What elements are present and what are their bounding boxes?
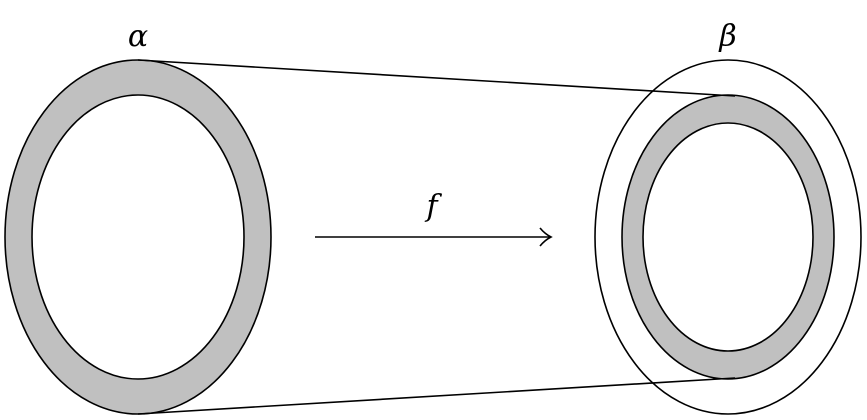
source-label: α bbox=[128, 19, 148, 54]
bottom-connector-line bbox=[137, 377, 736, 415]
map-arrow bbox=[315, 227, 553, 247]
target-label: β bbox=[718, 19, 736, 54]
arrowhead-icon bbox=[539, 227, 553, 247]
source-inner-ellipse bbox=[31, 94, 245, 380]
target-annulus-inner bbox=[642, 122, 814, 352]
target-region bbox=[594, 59, 862, 415]
map-label: f bbox=[424, 189, 442, 224]
source-annulus bbox=[4, 59, 272, 415]
top-connector-line bbox=[137, 59, 736, 97]
